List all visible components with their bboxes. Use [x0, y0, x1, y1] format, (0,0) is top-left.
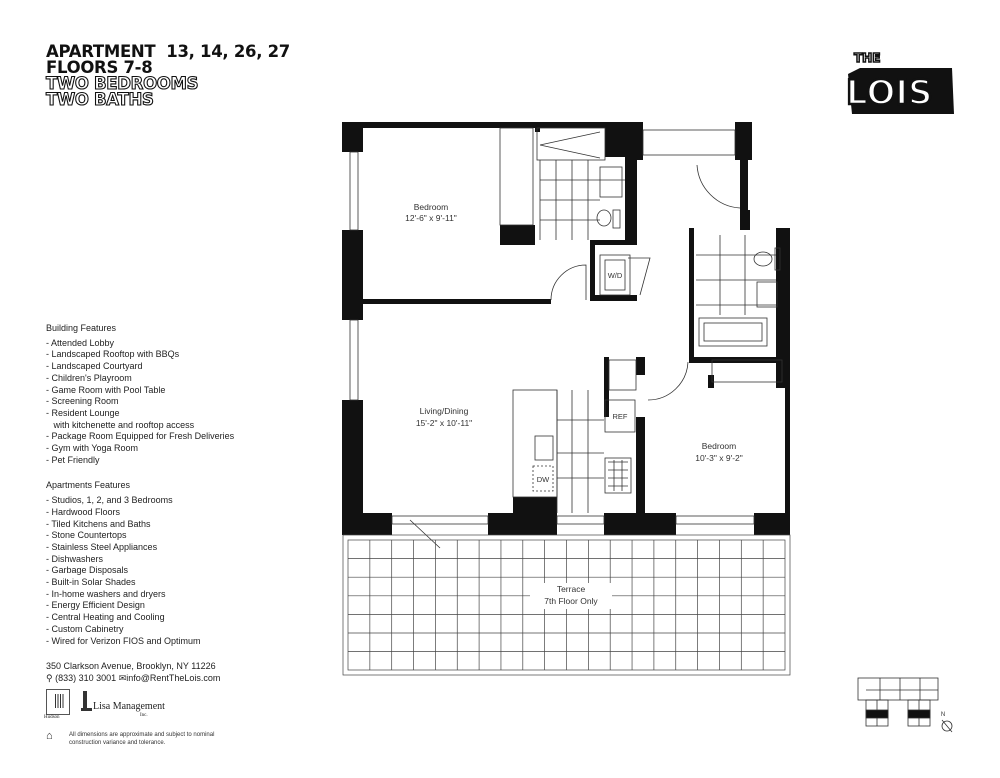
bedroom1-label: Bedroom — [414, 202, 449, 212]
walls — [342, 122, 790, 535]
feature-item: - In-home washers and dryers — [46, 588, 166, 599]
feature-item: - Energy Efficient Design — [46, 600, 145, 611]
contact-info: 350 Clarkson Avenue, Brooklyn, NY 11226 … — [46, 660, 220, 684]
floors: FLOORS 7-8 — [46, 58, 153, 77]
address: 350 Clarkson Avenue, Brooklyn, NY 11226 — [46, 661, 216, 671]
feature-item: - Game Room with Pool Table — [46, 384, 166, 395]
feature-item: - Dishwashers — [46, 553, 104, 564]
bedroom2-label: Bedroom — [702, 441, 737, 451]
feature-item: - Stone Countertops — [46, 530, 127, 541]
phone-number[interactable]: (833) 310 3001 — [55, 673, 117, 683]
hudson-logo — [46, 689, 70, 715]
bedroom1-dims: 12'-6" x 9'-11" — [405, 213, 457, 223]
terrace — [342, 534, 791, 676]
feature-item: - Tiled Kitchens and Baths — [46, 518, 151, 529]
feature-item: - Attended Lobby — [46, 337, 115, 348]
building-features-title: Building Features — [46, 323, 117, 333]
terrace-label: Terrace — [557, 584, 586, 594]
logo-top-text: THE — [854, 51, 880, 65]
feature-item: - Package Room Equipped for Fresh Delive… — [46, 431, 235, 442]
envelope-icon: ✉ — [118, 673, 127, 683]
feature-item: - Children's Playroom — [46, 372, 132, 383]
apartment-features-title: Apartments Features — [46, 480, 131, 491]
building-features: - Attended Lobby- Landscaped Rooftop wit… — [46, 338, 234, 467]
refrigerator-label: REF — [613, 412, 628, 421]
feature-item: - Studios, 1, 2, and 3 Bedrooms — [46, 495, 173, 506]
apartment-numbers: APARTMENT 13, 14, 26, 27 — [46, 42, 290, 61]
feature-item: - Pet Friendly — [46, 454, 100, 465]
compass-icon — [941, 719, 953, 733]
lisa-l-glyph — [80, 690, 92, 712]
key-plan — [857, 677, 939, 727]
living-label: Living/Dining — [420, 406, 469, 416]
room-labels: Bedroom 12'-6" x 9'-11" Living/Dining 15… — [405, 202, 743, 609]
feature-item: - Screening Room — [46, 396, 119, 407]
disclaimer-line2: construction variance and tolerance. — [69, 740, 166, 746]
feature-item: - Hardwood Floors — [46, 506, 121, 517]
lisa-management-logo: Lisa Management — [93, 701, 165, 712]
bedroom-count: TWO BEDROOMS — [45, 74, 199, 93]
email-link[interactable]: info@RentTheLois.com — [126, 673, 221, 683]
dishwasher-label: DW — [537, 475, 550, 484]
terrace-note: 7th Floor Only — [544, 596, 598, 606]
phone-icon: ⚲ — [46, 673, 53, 683]
disclaimer: All dimensions are approximate and subje… — [69, 731, 214, 747]
logo-main-text: LOIS — [846, 73, 933, 113]
apartment-features: - Studios, 1, 2, and 3 Bedrooms- Hardwoo… — [46, 495, 234, 647]
equal-housing-icon: ⌂ — [46, 730, 53, 742]
feature-item: - Landscaped Rooftop with BBQs — [46, 349, 180, 360]
living-dims: 15'-2" x 10'-11" — [416, 418, 472, 428]
fixtures — [349, 127, 783, 549]
feature-item: - Gym with Yoga Room — [46, 443, 139, 454]
features-list: Building Features - Attended Lobby- Land… — [46, 323, 234, 647]
bedroom2-dims: 10'-3" x 9'-2" — [695, 453, 743, 463]
feature-item: - Central Heating and Cooling — [46, 612, 165, 623]
feature-item: - Landscaped Courtyard — [46, 361, 143, 372]
feature-item: - Garbage Disposals — [46, 565, 129, 576]
north-label: N — [941, 712, 945, 718]
logo-shadow — [848, 68, 954, 114]
lisa-management-sub: Inc. — [140, 713, 148, 718]
feature-item: - Stainless Steel Appliances — [46, 541, 158, 552]
feature-item: with kitchenette and rooftop access — [46, 419, 195, 430]
feature-item: - Wired for Verizon FIOS and Optimum — [46, 635, 201, 646]
feature-item: - Built-in Solar Shades — [46, 577, 136, 588]
washer-dryer-label: W/D — [608, 271, 623, 280]
hudson-label: Hudson — [44, 715, 60, 720]
disclaimer-line1: All dimensions are approximate and subje… — [69, 732, 215, 738]
bath-count: TWO BATHS — [45, 90, 154, 109]
the-lois-logo: LOIS THE — [840, 44, 960, 116]
feature-item: - Custom Cabinetry — [46, 623, 124, 634]
feature-item: - Resident Lounge — [46, 407, 120, 418]
unit-title: APARTMENT 13, 14, 26, 27 FLOORS 7-8 TWO … — [45, 42, 290, 109]
